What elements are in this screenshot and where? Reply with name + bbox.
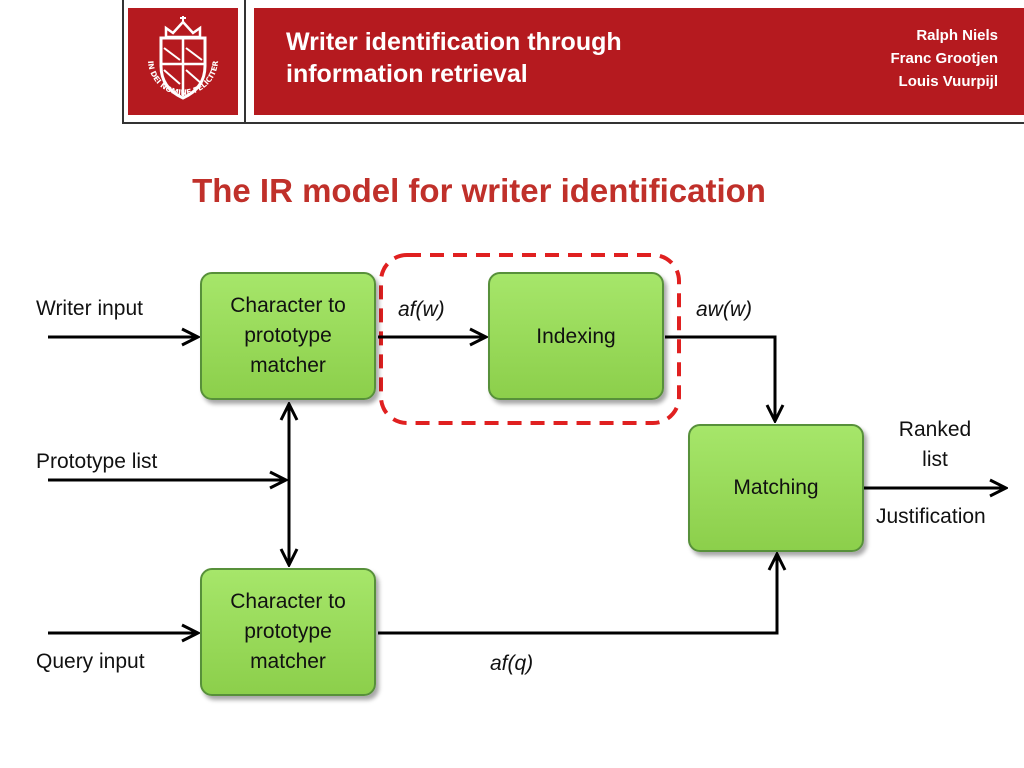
author-name: Franc Grootjen xyxy=(890,50,998,67)
presentation-title-line-1: Writer identification through xyxy=(286,28,622,56)
afw-edge-label: af(w) xyxy=(398,298,445,321)
author-name: Ralph Niels xyxy=(916,27,998,44)
box-label-line: prototype xyxy=(244,620,332,643)
query-to-matching-arrow xyxy=(378,554,777,635)
university-logo: IN DEI NOMINE FELICITER xyxy=(128,8,238,115)
aww-edge-label: aw(w) xyxy=(696,298,752,321)
query-character-matcher-box: Character to prototype matcher xyxy=(200,568,376,696)
title-bar: Writer identification through informatio… xyxy=(254,8,1024,115)
matching-box: Matching xyxy=(688,424,864,552)
writer-input-label: Writer input xyxy=(36,297,143,320)
indexing-box: Indexing xyxy=(488,272,664,400)
header-divider xyxy=(244,0,246,124)
indexing-highlight-region xyxy=(379,253,681,425)
box-label-line: matcher xyxy=(250,354,326,377)
ranked-list-line: Ranked xyxy=(898,418,972,441)
header-frame xyxy=(122,0,1024,124)
box-label-line: Character to xyxy=(230,294,346,317)
ranked-list-line: list xyxy=(922,448,948,471)
author-list: Ralph Niels Franc Grootjen Louis Vuurpij… xyxy=(890,24,998,93)
box-label-line: prototype xyxy=(244,324,332,347)
afq-edge-label: af(q) xyxy=(490,652,534,675)
box-label: Indexing xyxy=(536,325,616,348)
box-label-line: matcher xyxy=(250,650,326,673)
slide-title: The IR model for writer identification xyxy=(192,172,766,209)
ranked-list-label: Ranked list xyxy=(880,415,990,475)
writer-character-matcher-box: Character to prototype matcher xyxy=(200,272,376,400)
box-label-line: Character to xyxy=(230,590,346,613)
indexing-to-matching-arrow xyxy=(665,335,775,421)
university-seal-icon: IN DEI NOMINE FELICITER xyxy=(146,16,220,100)
justification-label: Justification xyxy=(876,505,986,528)
author-name: Louis Vuurpijl xyxy=(898,73,998,90)
presentation-title-line-2: information retrieval xyxy=(286,60,528,88)
prototype-list-label: Prototype list xyxy=(36,450,158,473)
query-input-label: Query input xyxy=(36,650,145,673)
box-label: Matching xyxy=(733,476,819,499)
